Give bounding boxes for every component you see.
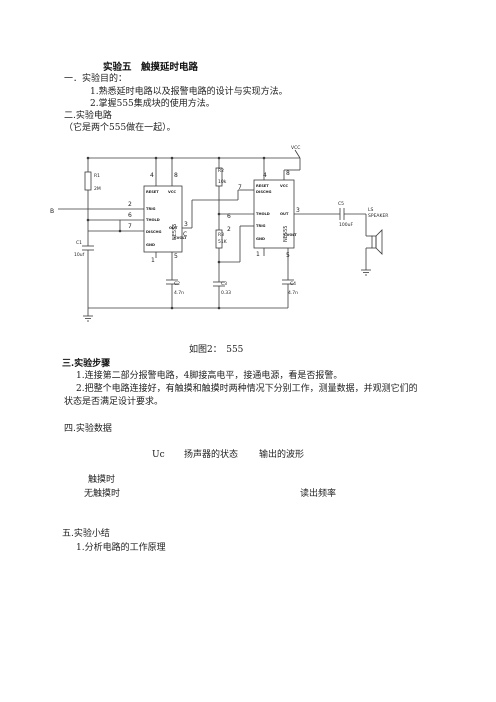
chip1-pin-reset: RESET <box>146 190 159 194</box>
touch-label: B <box>50 208 54 215</box>
r2-value: 10k <box>218 179 227 185</box>
row-touch: 触摸时 <box>88 475 116 485</box>
chip1-pin-out: OUT <box>169 226 178 230</box>
summary-item-1: 1.分析电路的工作原理 <box>76 543 166 553</box>
chip1-pin-gnd: GND <box>146 243 155 247</box>
circuit-diagram: VCC R1 2M C1 10uf R2 10k R3 51K C2 4.7n … <box>50 145 388 322</box>
chip1-num-2: 2 <box>128 201 132 208</box>
chip1-num-1: 1 <box>151 257 155 264</box>
c3-name: C3 <box>221 281 227 287</box>
r3-value: 51K <box>218 239 228 245</box>
step-1: 1.连接第二部分报警电路，4脚接高电平，接通电源，看是否报警。 <box>76 371 343 381</box>
chip2-pin-reset: RESET <box>256 184 269 188</box>
chip2-num-6: 6 <box>227 213 231 220</box>
chip1-pin-cvolt: CVOLT <box>174 236 187 240</box>
r1-name: R1 <box>94 173 100 179</box>
chip1-num-6: 6 <box>128 212 132 219</box>
row-no-touch: 无触摸时 <box>84 489 121 499</box>
chip2-pin-dischg: DISCHG <box>256 190 272 194</box>
objective-1: 1.熟悉延时电路以及报警电路的设计与实现方法。 <box>90 87 288 97</box>
chip1-num-3: 3 <box>184 221 188 228</box>
chip1-num-8: 8 <box>174 172 178 179</box>
objective-2: 2.掌握555集成块的使用方法。 <box>90 99 215 109</box>
chip2-pin-vcc: VCC <box>280 184 288 188</box>
chip2-num-4: 4 <box>263 172 267 179</box>
step-2-line-2: 状态是否满足设计要求。 <box>64 397 164 407</box>
read-frequency-note: 读出频率 <box>300 489 337 499</box>
step-2-line-1: 2.把整个电路连接好，有触摸和触摸时两种情况下分别工作，测量数据，并观测它们的 <box>76 384 418 394</box>
chip1-num-4: 4 <box>150 172 154 179</box>
chip2-num-3: 3 <box>296 207 300 214</box>
figure-caption: 如图2： 555 <box>189 345 244 355</box>
table-header-waveform: 输出的波形 <box>259 450 305 460</box>
section-1-heading: 一．实验目的： <box>64 74 128 84</box>
chip2-label: NE555 <box>283 226 289 242</box>
r1-value: 2M <box>94 186 101 192</box>
chip2-pin-out: OUT <box>280 212 289 216</box>
chip2-pin-trig: TRIG <box>256 224 266 228</box>
chip2-pin-thold: THOLD <box>256 212 270 216</box>
r2-name: R2 <box>218 168 224 174</box>
c3-value: 0.33 <box>221 290 231 296</box>
c4-name: C4 <box>290 281 296 287</box>
section-4-heading: 四.实验数据 <box>64 424 112 434</box>
c1-name: C1 <box>76 240 82 246</box>
chip1-pin-thold: THOLD <box>146 218 160 222</box>
page-title: 实验五 触摸延时电路 <box>103 62 199 73</box>
c1-value: 10uf <box>74 252 85 258</box>
section-3-heading: 三.实验步骤 <box>62 359 111 369</box>
c5-value: 100uF <box>339 222 353 228</box>
chip1-num-5: 5 <box>174 253 178 260</box>
chip1-num-7: 7 <box>128 223 132 230</box>
section-5-heading: 五.实验小结 <box>62 529 110 539</box>
speaker-name: LS <box>368 207 374 213</box>
chip2-num-2: 2 <box>227 226 231 233</box>
chip1-c-label: C <box>183 231 187 238</box>
chip2-num-5: 5 <box>286 252 290 259</box>
chip2-num-8: 8 <box>286 170 290 177</box>
table-header-speaker: 扬声器的状态 <box>184 450 239 460</box>
chip1-pin-dischg: DISCHG <box>146 230 162 234</box>
table-header-uc: Uc <box>152 450 165 460</box>
chip2-pin-gnd: GND <box>256 237 265 241</box>
vcc-label: VCC <box>291 145 300 151</box>
chip2-pin-cvolt: CVOLT <box>284 233 297 237</box>
c5-name: C5 <box>338 201 344 207</box>
c2-name: C2 <box>174 281 180 287</box>
speaker-value: SPEAKER <box>368 213 388 219</box>
circuit-note: （它是两个555做在一起）。 <box>64 123 176 133</box>
r3-name: R3 <box>218 232 224 238</box>
c2-value: 4.7n <box>174 290 184 296</box>
chip2-num-7: 7 <box>238 184 242 191</box>
chip2-num-1: 1 <box>256 251 260 258</box>
chip1-label: NE555 <box>172 224 178 240</box>
chip1-pin-vcc: VCC <box>168 190 176 194</box>
section-2-heading: 二.实验电路 <box>64 111 112 121</box>
c4-value: 4.7n <box>288 290 298 296</box>
chip1-pin-trig: TRIG <box>146 207 156 211</box>
